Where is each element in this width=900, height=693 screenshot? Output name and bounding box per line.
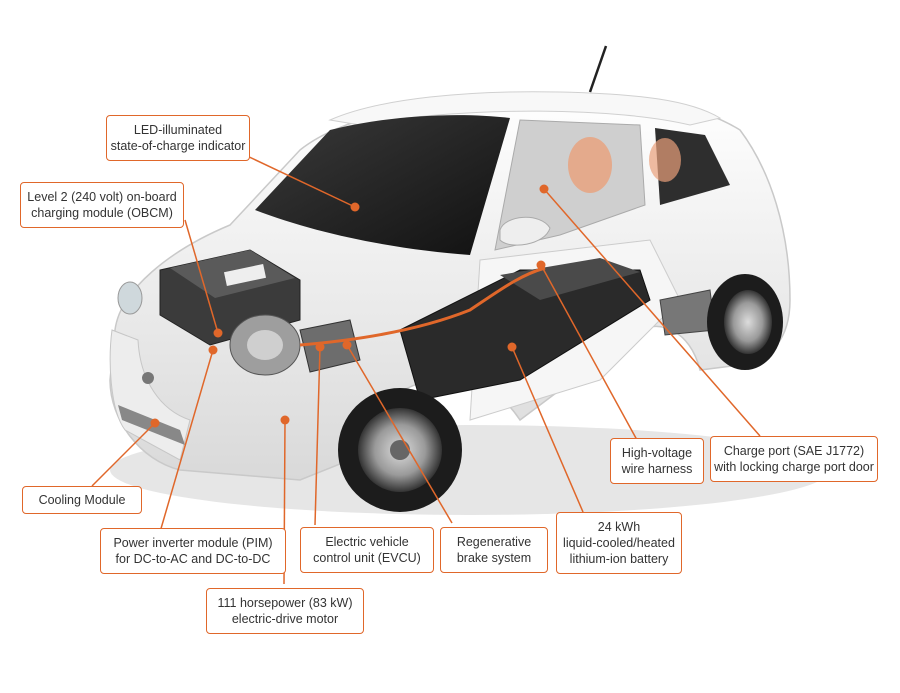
dot-evcu [315,342,325,352]
callout-evcu: Electric vehicle control unit (EVCU) [300,527,434,573]
antenna [588,45,608,93]
windshield [255,115,510,255]
dot-charge-port [539,184,549,194]
leader-harness [540,264,638,441]
motor-core [247,330,283,360]
leader-evcu [314,346,321,526]
rear-wheel-rim [724,290,772,354]
dot-battery [507,342,517,352]
dot-regen [342,340,352,350]
callout-harness: High-voltage wire harness [610,438,704,484]
headlight [117,281,143,315]
dot-obcm [213,328,223,338]
dot-pim [208,345,218,355]
car-roof [328,91,722,126]
leader-cooling [91,422,156,487]
front-wheel-hub [390,440,410,460]
dot-harness [536,260,546,270]
seat-rear [649,138,681,182]
evcu-unit [299,319,361,373]
leader-charge-port [543,188,761,437]
front-badge [142,372,154,384]
battery-top [500,258,640,300]
callout-battery: 24 kWh liquid-cooled/heated lithium-ion … [556,512,682,574]
callout-charge-port: Charge port (SAE J1772) with locking cha… [710,436,878,482]
callout-led-indicator: LED-illuminated state-of-charge indicato… [106,115,250,161]
callout-motor: 111 horsepower (83 kW) electric-drive mo… [206,588,364,634]
obcm-label [223,263,267,287]
side-mirror [499,216,551,246]
leader-pim [159,349,214,533]
callout-cooling: Cooling Module [22,486,142,514]
callout-pim: Power inverter module (PIM) for DC-to-AC… [100,528,286,574]
dot-motor [280,415,290,425]
callout-regen: Regenerative brake system [440,527,548,573]
seat-front [568,137,612,193]
leader-regen [346,344,453,524]
hv-harness [299,266,546,347]
leader-obcm [184,219,219,334]
dot-led-indicator [350,202,360,212]
callout-obcm: Level 2 (240 volt) on-board charging mod… [20,182,184,228]
leader-battery [511,346,584,513]
leader-led-indicator [244,154,356,208]
dot-cooling [150,418,160,428]
